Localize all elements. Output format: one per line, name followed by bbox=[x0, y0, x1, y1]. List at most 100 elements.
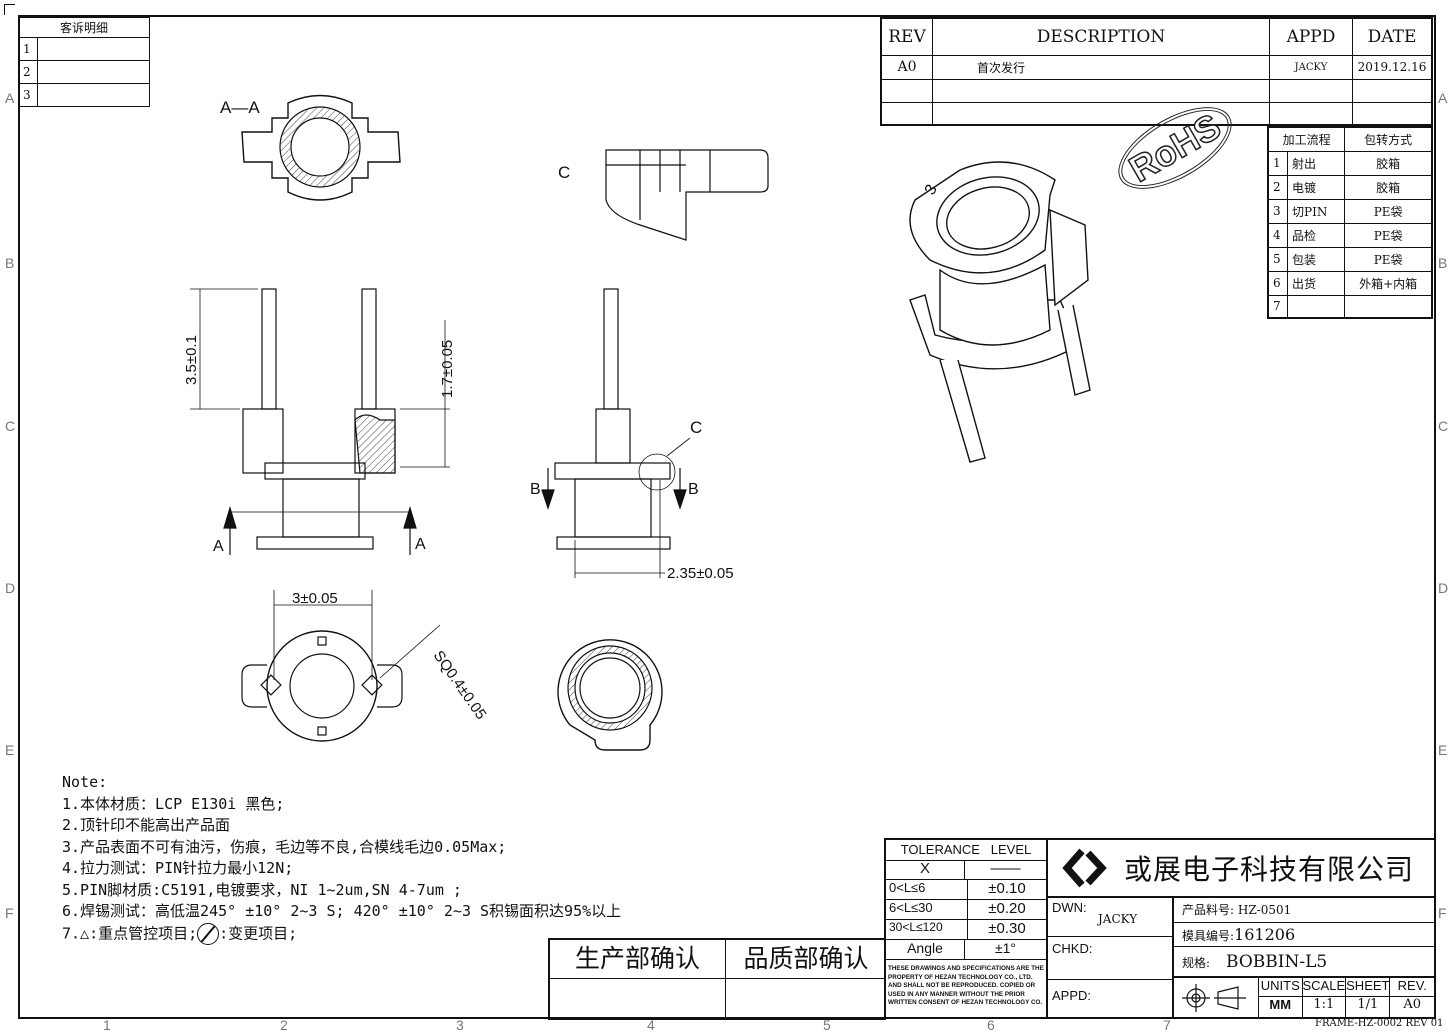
signoff-block: DWN: JACKY CHKD: APPD: bbox=[1048, 898, 1174, 1017]
rev-value: A0 bbox=[880, 54, 933, 80]
packing-method: 外箱+内箱 bbox=[1344, 270, 1433, 296]
tolerance-block: TOLERANCE LEVEL X—— 0<L≤6±0.10 6<L≤30±0.… bbox=[886, 840, 1048, 1017]
tolerance-value: ±0.30 bbox=[988, 920, 1026, 937]
note-item: 7.△:重点管控项目; :变更项目; bbox=[62, 922, 621, 945]
svg-text:C: C bbox=[690, 418, 702, 437]
tolerance-range: X bbox=[886, 860, 965, 879]
tolerance-value: ±0.10 bbox=[988, 880, 1026, 897]
packing-method: 胶箱 bbox=[1344, 174, 1433, 200]
step-name bbox=[1286, 294, 1346, 319]
zone-label: 3 bbox=[456, 1017, 464, 1033]
svg-text:3±0.05: 3±0.05 bbox=[292, 590, 338, 607]
process-header: 加工流程 bbox=[1267, 126, 1346, 152]
svg-text:B: B bbox=[530, 481, 541, 498]
zone-label: A bbox=[1438, 90, 1448, 106]
title-block: TOLERANCE LEVEL X—— 0<L≤6±0.10 6<L≤30±0.… bbox=[884, 838, 1436, 1019]
note-item: 1.本体材质：LCP E130i 黑色; bbox=[62, 794, 285, 813]
bottom-view: 3±0.05 SQ0.4±0.05 bbox=[241, 590, 490, 742]
packing-method: PE袋 bbox=[1344, 222, 1433, 248]
zone-label: 7 bbox=[1163, 1017, 1171, 1033]
spec-label: 规格: bbox=[1182, 956, 1211, 970]
svg-text:3.5±0.1: 3.5±0.1 bbox=[183, 335, 200, 385]
top-view bbox=[557, 639, 663, 751]
tolerance-value: ±0.20 bbox=[988, 900, 1026, 917]
note-item: 3.产品表面不可有油污，伤痕，毛边等不良,合模线毛边0.05Max; bbox=[62, 837, 507, 856]
part-number: 产品料号: HZ-0501 bbox=[1174, 898, 1434, 923]
svg-text:SQ0.4±0.05: SQ0.4±0.05 bbox=[430, 648, 490, 723]
sheet-value: 1/1 bbox=[1346, 997, 1391, 1017]
svg-text:A—A: A—A bbox=[220, 98, 260, 117]
note-item: 4.拉力测试：PIN针拉力最小12N; bbox=[62, 859, 294, 877]
zone-label: F bbox=[5, 905, 14, 921]
zone-label: 6 bbox=[987, 1017, 995, 1033]
notes: Note: 1.本体材质：LCP E130i 黑色; 2.顶针印不能高出产品面 … bbox=[62, 772, 621, 945]
zone-label: B bbox=[5, 255, 15, 271]
rev-value: A0 bbox=[1403, 997, 1422, 1012]
svg-text:A: A bbox=[213, 538, 224, 555]
note-key-item: 7.△:重点管控项目; bbox=[62, 924, 198, 942]
svg-text:B: B bbox=[688, 481, 699, 498]
svg-text:C: C bbox=[558, 163, 570, 182]
projection-symbol-icon bbox=[1174, 978, 1259, 1017]
note-item: 5.PIN脚材质:C5191,电镀要求，NI 1~2um,SN 4-7um ; bbox=[62, 880, 462, 899]
zone-label: D bbox=[5, 580, 16, 596]
frame-id: FRAME-HZ-0002 REV 01 bbox=[1315, 1018, 1444, 1029]
production-confirm: 生产部确认 bbox=[550, 940, 726, 979]
tolerance-title: TOLERANCE LEVEL bbox=[886, 840, 1046, 861]
tolerance-value: —— bbox=[990, 860, 1021, 877]
sheet-label: SHEET bbox=[1346, 978, 1391, 997]
dwn-value: JACKY bbox=[1098, 912, 1138, 926]
part-info: 产品料号: HZ-0501 模具编号:161206 规格:BOBBIN-L5 U… bbox=[1174, 898, 1434, 1017]
section-view-aa: A—A bbox=[220, 94, 401, 201]
units-value: MM bbox=[1259, 997, 1303, 1017]
appd-value: JACKY bbox=[1269, 54, 1353, 80]
rev-label: REV. bbox=[1390, 978, 1434, 997]
confirm-boxes: 生产部确认 品质部确认 bbox=[548, 938, 886, 1020]
detail-view-c: C bbox=[558, 149, 769, 241]
tolerance-range: 6<L≤30 bbox=[886, 900, 968, 919]
complaint-title: 客诉明细 bbox=[18, 17, 150, 38]
units-label: UNITS bbox=[1259, 978, 1303, 997]
zone-label: E bbox=[5, 742, 15, 758]
corner-mark bbox=[4, 4, 15, 15]
notes-title: Note: bbox=[62, 773, 108, 791]
date-header: DATE bbox=[1352, 17, 1433, 56]
zone-label: E bbox=[1438, 742, 1448, 758]
spec-value: BOBBIN-L5 bbox=[1226, 952, 1328, 972]
quality-confirm: 品质部确认 bbox=[726, 940, 886, 979]
isometric-view: 3 bbox=[909, 161, 1091, 463]
change-symbol-icon bbox=[197, 922, 220, 945]
company-header: 或展电子科技有限公司 bbox=[1048, 840, 1434, 898]
svg-text:2.35±0.05: 2.35±0.05 bbox=[667, 565, 734, 582]
packing-method bbox=[1344, 294, 1433, 319]
company-logo-icon bbox=[1062, 848, 1107, 888]
dwn-label: DWN: bbox=[1052, 900, 1087, 915]
company-name: 或展电子科技有限公司 bbox=[1124, 853, 1415, 886]
side-view: C B B 2.35±0.05 bbox=[530, 288, 734, 582]
chkd-label: CHKD: bbox=[1052, 941, 1093, 956]
zone-label: 4 bbox=[647, 1017, 655, 1033]
description-header: DESCRIPTION bbox=[932, 17, 1270, 56]
zone-label: B bbox=[1438, 255, 1448, 271]
note-item: 2.顶针印不能高出产品面 bbox=[62, 816, 231, 834]
step-name: 切PIN bbox=[1286, 198, 1346, 224]
scale-label: SCALE bbox=[1302, 978, 1347, 997]
svg-text:A: A bbox=[415, 536, 426, 553]
svg-text:1.7±0.05: 1.7±0.05 bbox=[439, 340, 456, 398]
revision-table: REV DESCRIPTION APPD DATE A0 首次发行 JACKY … bbox=[880, 17, 1433, 126]
note-change-item: :变更项目; bbox=[219, 924, 298, 942]
date-value: 2019.12.16 bbox=[1352, 54, 1433, 80]
appd-label: APPD: bbox=[1052, 988, 1092, 1003]
zone-label: 2 bbox=[280, 1017, 288, 1033]
complaint-table: 客诉明细 1 2 3 bbox=[18, 17, 150, 107]
front-view: 3.5±0.1 1.7±0.05 A A bbox=[183, 288, 456, 555]
mold-label: 模具编号: bbox=[1182, 929, 1235, 943]
zone-label: D bbox=[1438, 580, 1449, 596]
appd-header: APPD bbox=[1269, 17, 1353, 56]
tolerance-value: ±1° bbox=[994, 940, 1017, 956]
scale-value: 1:1 bbox=[1303, 997, 1347, 1017]
zone-label: 1 bbox=[103, 1017, 111, 1033]
note-item: 6.焊锡测试：高低温245° ±10° 2~3 S; 420° ±10° 2~3… bbox=[62, 902, 622, 920]
packing-method: PE袋 bbox=[1344, 246, 1433, 272]
